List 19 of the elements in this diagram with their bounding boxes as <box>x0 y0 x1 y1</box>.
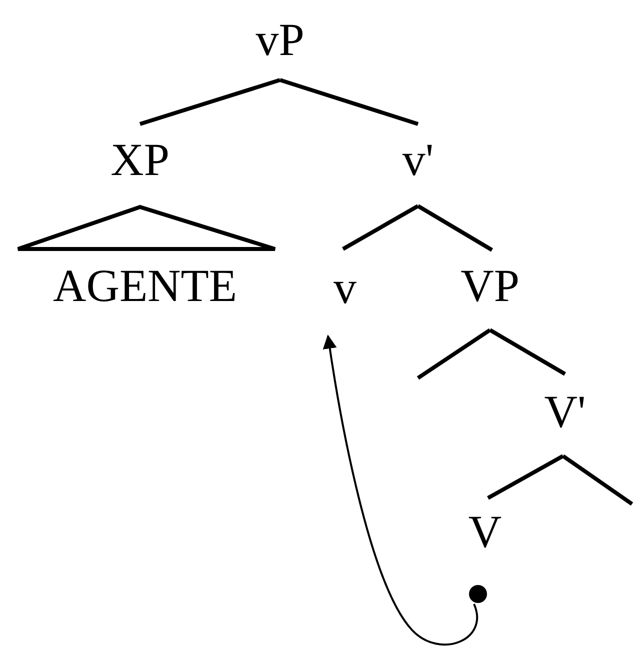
node-label: v' <box>402 137 434 183</box>
tree-branch <box>342 204 419 251</box>
tree-branch <box>562 454 634 506</box>
tree-branch <box>488 328 566 376</box>
triangle-branch <box>16 204 277 251</box>
tree-branch <box>139 78 281 126</box>
tree-branch <box>416 204 494 252</box>
node-label: V <box>468 509 502 555</box>
node-label: XP <box>110 137 170 183</box>
node-label: v <box>334 265 356 311</box>
trace-dot <box>469 585 487 603</box>
tree-branch <box>279 78 419 126</box>
node-label: AGENTE <box>53 263 237 309</box>
movement-arrow <box>322 334 478 646</box>
node-label: vP <box>256 17 304 63</box>
node-label: VP <box>460 263 520 309</box>
node-label: V' <box>544 389 586 435</box>
tree-branch <box>487 454 564 500</box>
tree-branch <box>416 328 492 380</box>
